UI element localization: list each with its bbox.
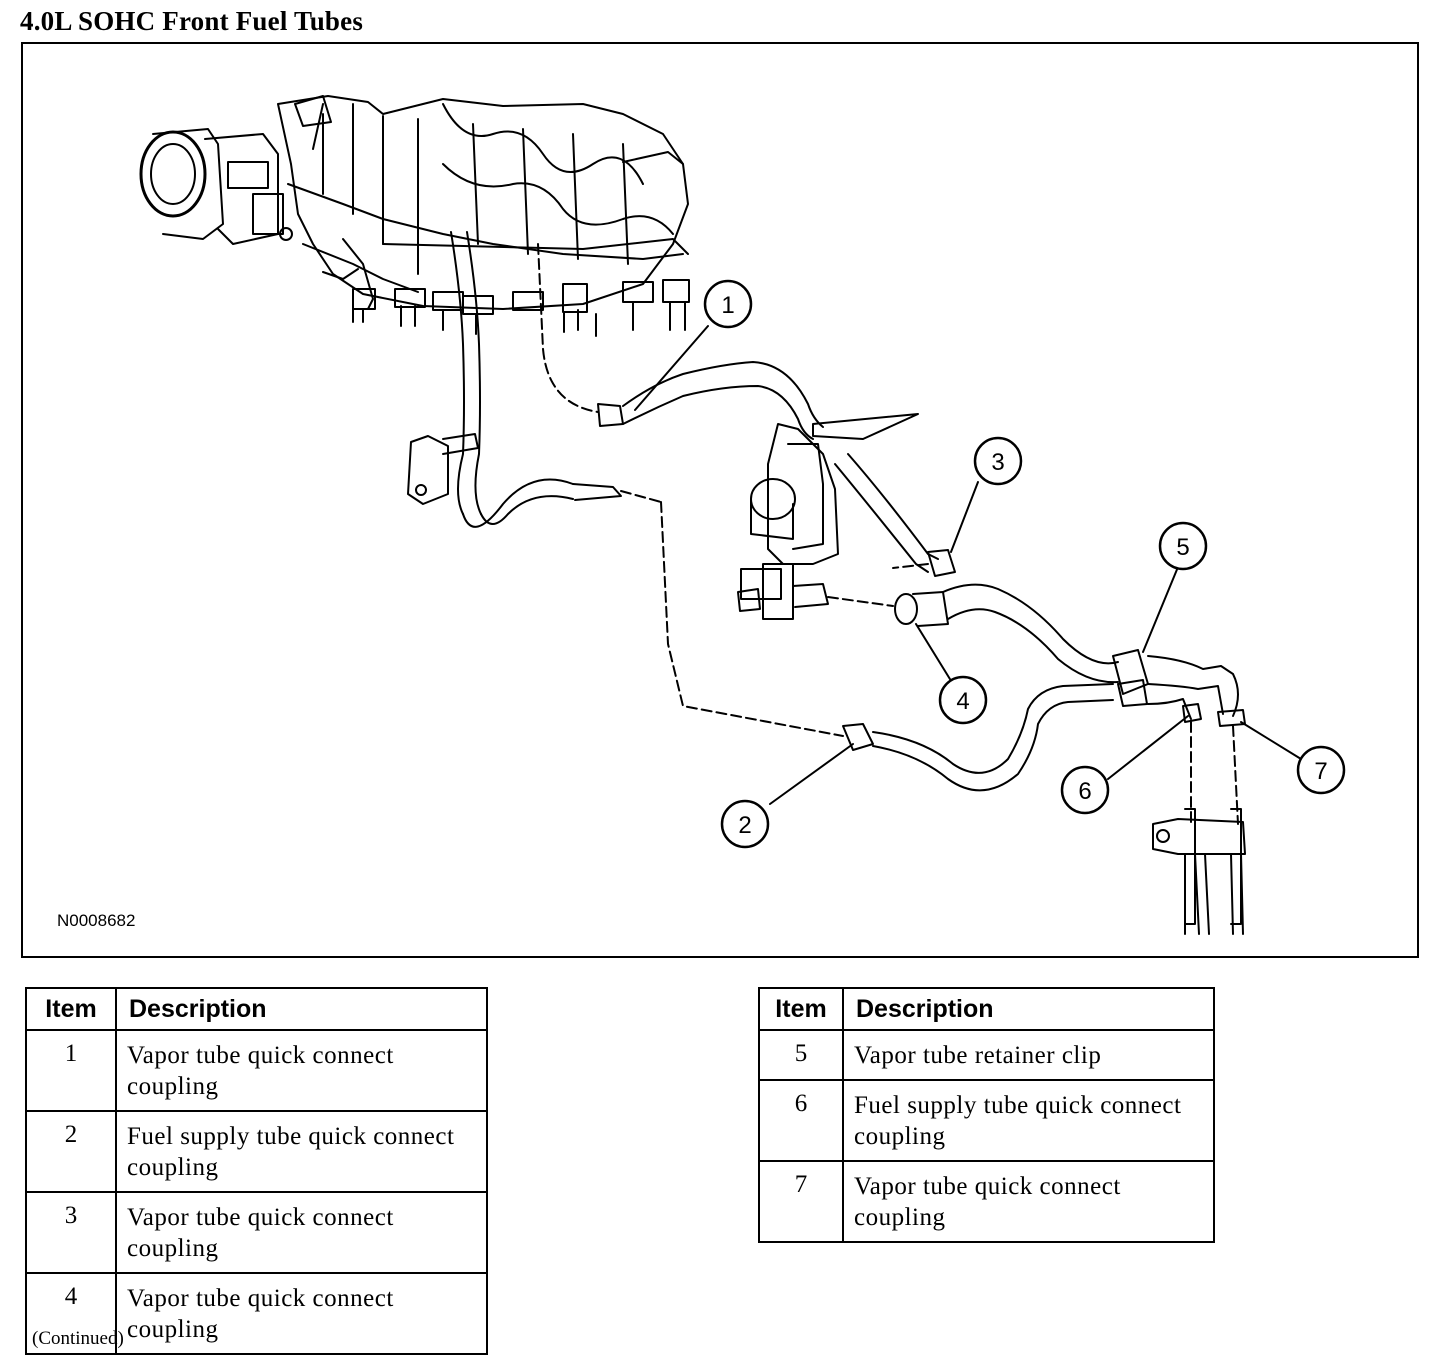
item-description: Fuel supply tube quick connect coupling (842, 1079, 1215, 1162)
column-header-description: Description (115, 987, 488, 1031)
callout-circle-6 (1060, 765, 1110, 815)
lower-tube-drawing (842, 649, 1246, 935)
callout-label-7: 7 (1314, 758, 1327, 785)
table-row: 6 Fuel supply tube quick connect couplin… (758, 1079, 1215, 1162)
table-row: 5 Vapor tube retainer clip (758, 1029, 1215, 1081)
page-title: 4.0L SOHC Front Fuel Tubes (20, 6, 364, 36)
callout-label-4: 4 (956, 688, 969, 715)
item-description: Vapor tube retainer clip (842, 1029, 1215, 1081)
legend-table-right: Item Description 5 Vapor tube retainer c… (758, 987, 1215, 1243)
callout-circle-3 (973, 436, 1023, 486)
callout-label-3: 3 (991, 449, 1004, 476)
table-header-row: Item Description (758, 987, 1215, 1031)
callout-circle-5 (1158, 521, 1208, 571)
table-row: 1 Vapor tube quick connect coupling (25, 1029, 488, 1112)
callout-label-6: 6 (1078, 778, 1091, 805)
column-header-item: Item (25, 987, 117, 1031)
figure-frame: 1 2 3 4 5 6 7 N0008682 (21, 42, 1419, 958)
table-row: 3 Vapor tube quick connect coupling (25, 1191, 488, 1274)
column-header-description: Description (842, 987, 1215, 1031)
figure-id-label: N0008682 (57, 911, 136, 930)
callout-circle-2 (720, 799, 770, 849)
callout-circles (703, 279, 1346, 849)
column-header-item: Item (758, 987, 844, 1031)
item-number: 7 (758, 1160, 844, 1243)
callout-circle-4 (938, 675, 988, 725)
item-number: 1 (25, 1029, 117, 1112)
callout-label-1: 1 (721, 292, 734, 319)
item-number: 2 (25, 1110, 117, 1193)
table-header-row: Item Description (25, 987, 488, 1031)
callout-label-2: 2 (738, 812, 751, 839)
callout-leaders (634, 325, 1302, 805)
continued-note: (Continued) (32, 1328, 124, 1349)
item-number: 5 (758, 1029, 844, 1081)
table-row: 7 Vapor tube quick connect coupling (758, 1160, 1215, 1243)
item-description: Vapor tube quick connect coupling (842, 1160, 1215, 1243)
legend-table-left: Item Description 1 Vapor tube quick conn… (25, 987, 488, 1355)
item-description: Fuel supply tube quick connect coupling (115, 1110, 488, 1193)
item-description: Vapor tube quick connect coupling (115, 1191, 488, 1274)
fuel-supply-tube-drawing (407, 231, 844, 737)
callout-circle-1 (703, 279, 753, 329)
item-number: 3 (25, 1191, 117, 1274)
fuel-tube-diagram: 1 2 3 4 5 6 7 (139, 95, 1346, 935)
intake-manifold-drawing (139, 95, 690, 337)
item-description: Vapor tube quick connect coupling (115, 1272, 488, 1355)
callout-circle-7 (1296, 745, 1346, 795)
table-row: 4 Vapor tube quick connect coupling (25, 1272, 488, 1355)
table-row: 2 Fuel supply tube quick connect couplin… (25, 1110, 488, 1193)
item-number: 4 (25, 1272, 117, 1355)
item-number: 6 (758, 1079, 844, 1162)
item-description: Vapor tube quick connect coupling (115, 1029, 488, 1112)
callout-label-5: 5 (1176, 534, 1189, 561)
vapor-tube-drawing (537, 243, 1119, 684)
